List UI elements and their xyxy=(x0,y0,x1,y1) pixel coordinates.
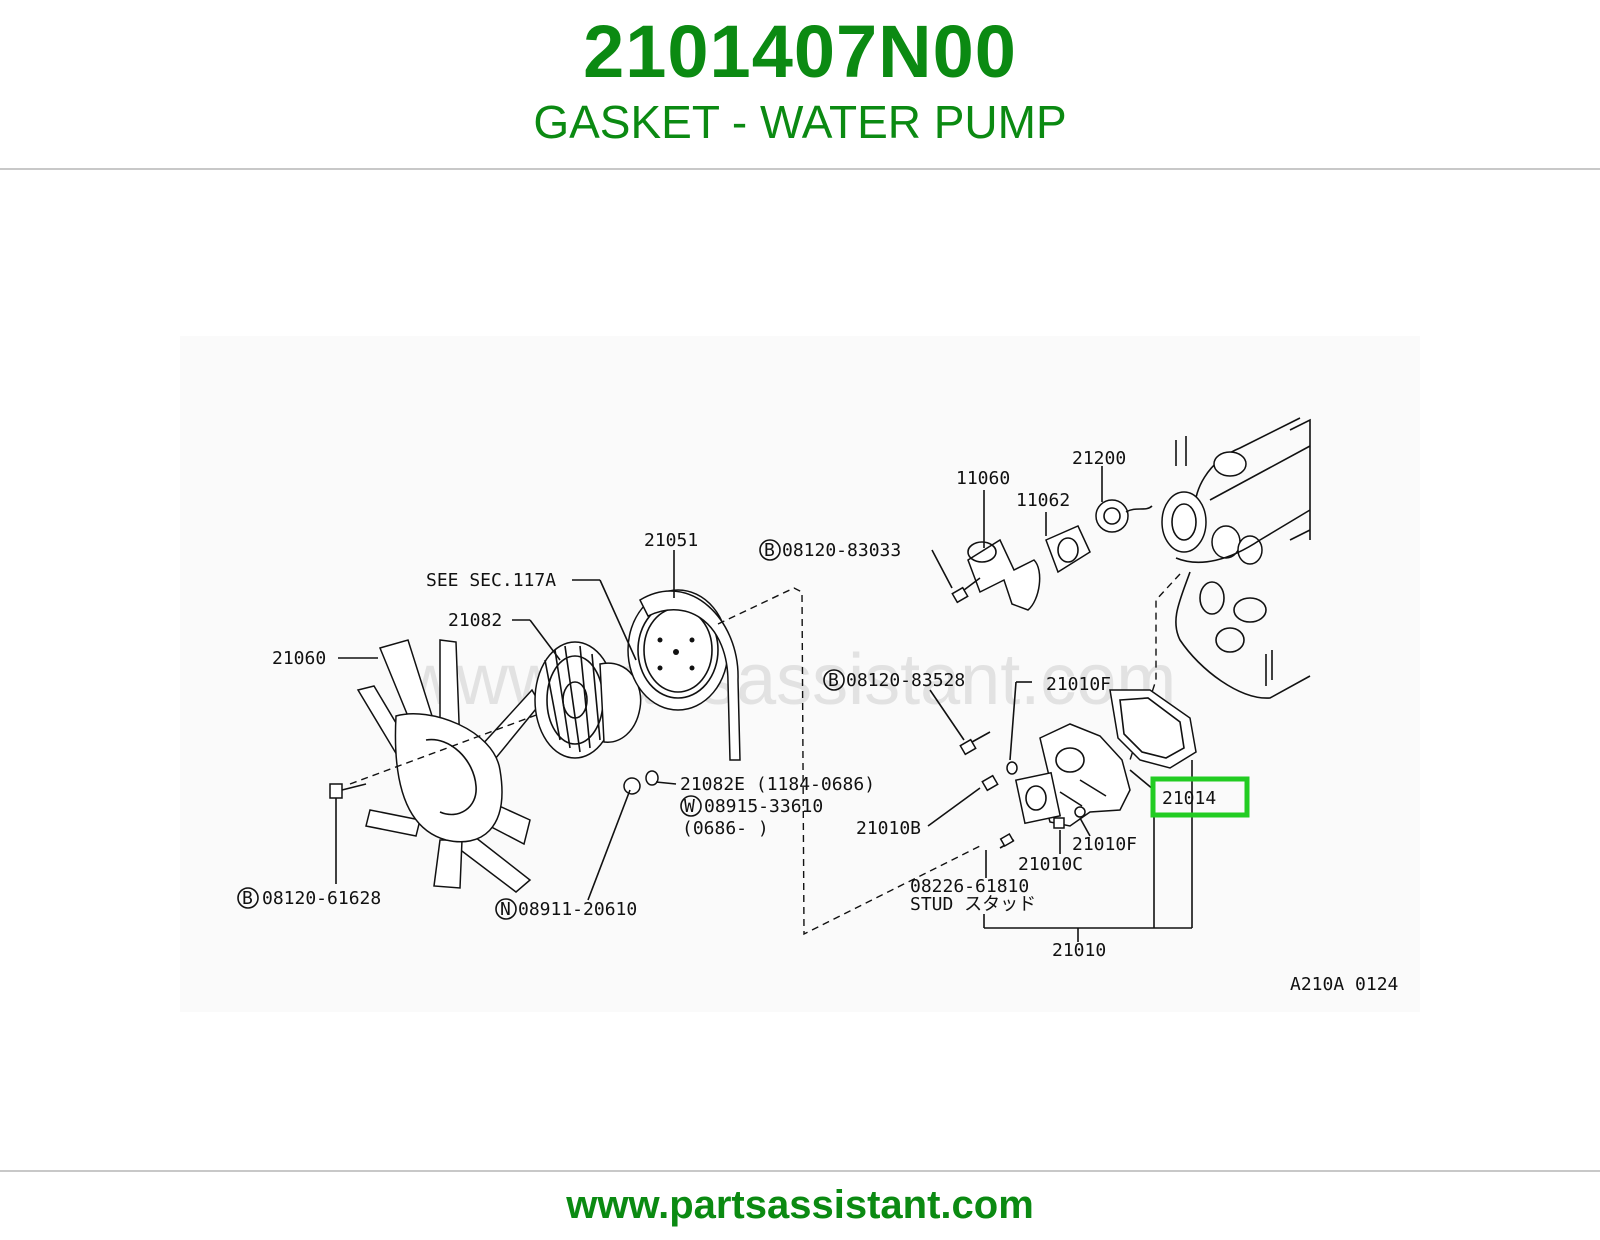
leader-lines xyxy=(335,466,1193,942)
engine-block xyxy=(1161,417,1311,699)
callout-11060[interactable]: 11060 xyxy=(956,468,1010,489)
footer-divider xyxy=(0,1170,1600,1172)
fan-bolt[interactable] xyxy=(329,783,367,799)
bolt-08120-83033[interactable] xyxy=(951,577,981,604)
washer-and-nut[interactable] xyxy=(623,770,659,795)
callout-21014[interactable]: 21014 xyxy=(1162,788,1216,809)
fan-coupling-21082[interactable] xyxy=(534,641,642,759)
gasket-11062[interactable] xyxy=(1045,525,1091,574)
callout-08911-20610[interactable]: 08911-20610 xyxy=(518,899,637,920)
callout-0686-range: (0686- ) xyxy=(682,818,769,839)
callout-08226-61810[interactable]: 08226-61810 xyxy=(910,876,1029,897)
callout-21200[interactable]: 21200 xyxy=(1072,448,1126,469)
callout-see-sec-117a[interactable]: SEE SEC.117A xyxy=(426,570,556,591)
pump-bolts[interactable] xyxy=(959,731,1086,849)
bolt-symbol-b-08120-83528: B xyxy=(823,669,845,691)
water-pump-21010[interactable] xyxy=(1014,723,1131,827)
callout-08120-83528[interactable]: 08120-83528 xyxy=(846,670,965,691)
callout-21082[interactable]: 21082 xyxy=(448,610,502,631)
svg-text:B: B xyxy=(242,888,253,909)
svg-text:N: N xyxy=(500,899,511,920)
figure-code: A210A 0124 xyxy=(1290,974,1398,995)
diagram-panel xyxy=(180,336,1420,1012)
thermostat-21200[interactable] xyxy=(1095,499,1153,533)
callout-stud-label: STUD スタッド xyxy=(910,894,1036,915)
highlight-box-21014 xyxy=(1150,776,1250,818)
part-name: GASKET - WATER PUMP xyxy=(533,96,1067,148)
callout-21051[interactable]: 21051 xyxy=(644,530,698,551)
nut-symbol-n-08911-20610: N xyxy=(495,898,517,920)
bolt-symbol-b-08120-61628: B xyxy=(237,887,259,909)
callout-08120-83033[interactable]: 08120-83033 xyxy=(782,540,901,561)
svg-text:W: W xyxy=(684,796,695,817)
svg-text:B: B xyxy=(828,670,839,691)
callout-21060[interactable]: 21060 xyxy=(272,648,326,669)
fan-21060[interactable] xyxy=(356,639,541,893)
callout-08915-33610[interactable]: 08915-33610 xyxy=(704,796,823,817)
water-outlet-11060[interactable] xyxy=(967,538,1041,611)
header: 2101407N00 GASKET - WATER PUMP xyxy=(0,0,1600,168)
callout-08120-61628[interactable]: 08120-61628 xyxy=(262,888,381,909)
part-number: 2101407N00 xyxy=(583,10,1017,93)
footer-url[interactable]: www.partsassistant.com xyxy=(566,1183,1034,1227)
callout-21082e[interactable]: 21082E (1184-0686) xyxy=(680,774,875,795)
bolt-symbol-b-08120-83033: B xyxy=(759,539,781,561)
callout-21010f-lower[interactable]: 21010F xyxy=(1072,834,1137,855)
callout-21010c[interactable]: 21010C xyxy=(1018,854,1083,875)
pulley-21051[interactable] xyxy=(627,589,741,761)
callout-21010b[interactable]: 21010B xyxy=(856,818,921,839)
callout-11062[interactable]: 11062 xyxy=(1016,490,1070,511)
svg-text:B: B xyxy=(764,540,775,561)
header-divider xyxy=(0,168,1600,170)
pump-gasket-21014[interactable] xyxy=(1109,689,1197,769)
washer-symbol-w-08915-33610: W xyxy=(680,795,702,817)
callout-21010f-upper[interactable]: 21010F xyxy=(1046,674,1111,695)
callout-21010[interactable]: 21010 xyxy=(1052,940,1106,961)
